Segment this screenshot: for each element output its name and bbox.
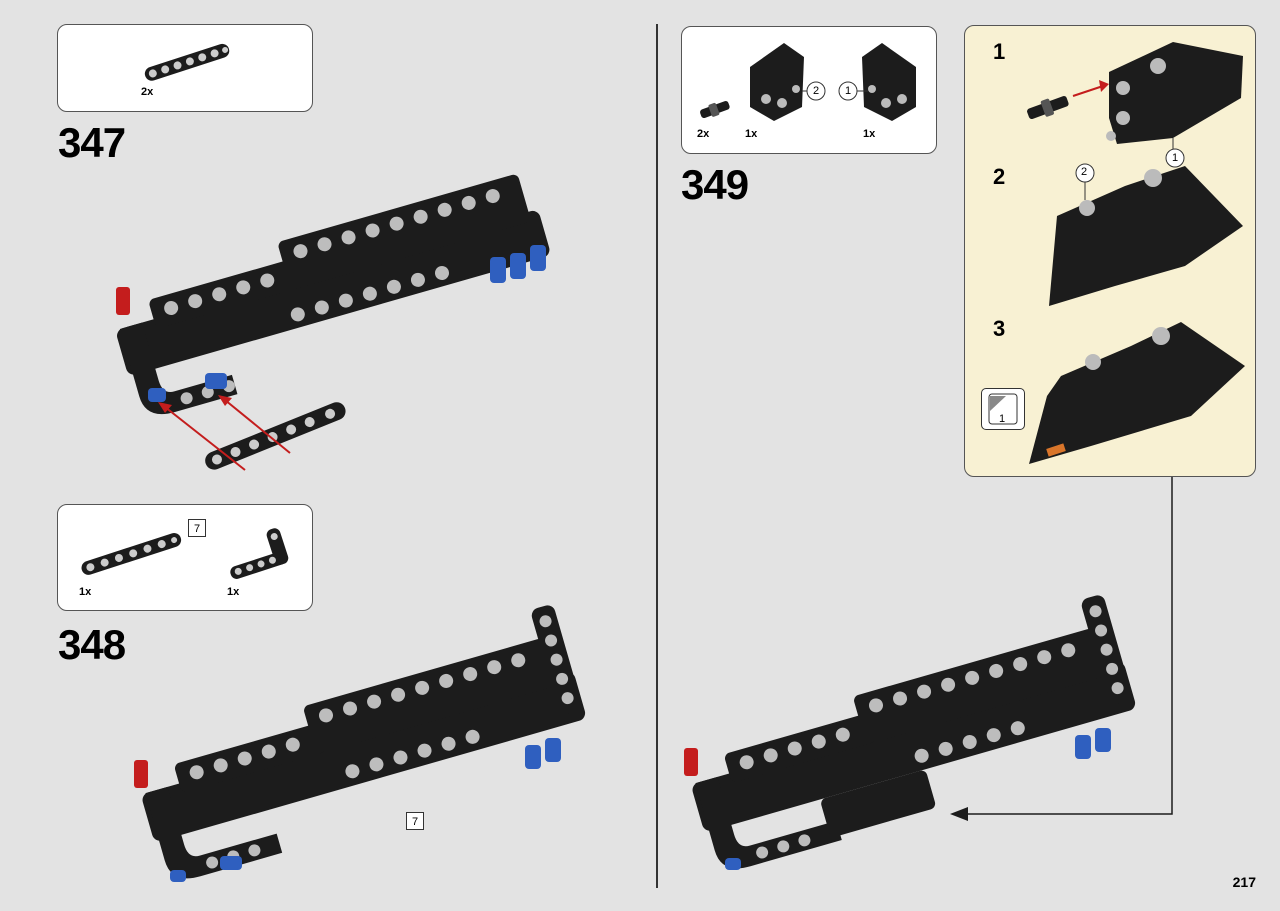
- parts-box-347: 2x: [57, 24, 313, 112]
- part-qty: 1x: [227, 586, 240, 598]
- part-qty: 1x: [745, 128, 758, 140]
- part-qty: 2x: [141, 86, 154, 98]
- substep-2-illustration: [1049, 163, 1243, 306]
- parts-box-349: 2 1 2x 1x 1x: [681, 26, 937, 154]
- circle-label-text: 2: [1081, 166, 1088, 178]
- substep-1-illustration: [1027, 42, 1243, 168]
- model-length-ref: 7: [406, 812, 424, 830]
- part-qty: 2x: [697, 128, 710, 140]
- part-qty: 1x: [79, 586, 92, 598]
- sticker-label: 1: [999, 413, 1006, 425]
- panel-left-icon: [750, 43, 804, 121]
- circle-label-2: [802, 81, 826, 101]
- substep-number: 2: [993, 164, 1006, 189]
- l-beam-icon: [230, 528, 289, 579]
- sub-assembly-callout: 1 2 3 1 2 1: [964, 25, 1256, 477]
- liftarm-7-icon: [81, 533, 182, 575]
- circle-label-text: 1: [845, 85, 852, 97]
- step-number: 349: [681, 161, 749, 208]
- substep-3-illustration: [1029, 322, 1245, 464]
- step-number: 348: [58, 621, 126, 668]
- callout-pointer-arrow: [950, 477, 1173, 821]
- parts-box-348: 7 1x 1x: [57, 504, 313, 611]
- sticker-icon: [988, 393, 1018, 425]
- substep-number: 3: [993, 316, 1006, 341]
- connector-pin-icon: [700, 101, 730, 119]
- page-divider: [656, 24, 658, 888]
- sticker-ref: 1: [981, 388, 1025, 430]
- circle-label-text: 1: [1172, 152, 1179, 164]
- substep-number: 1: [993, 39, 1006, 64]
- panel-right-icon: [862, 43, 916, 121]
- liftarm-7-icon: [144, 43, 230, 81]
- circle-label-1: [838, 81, 868, 101]
- assembly-348: [134, 605, 586, 882]
- part-length-ref: 7: [188, 519, 206, 537]
- page-number: 217: [1232, 874, 1256, 890]
- assembly-349: [684, 595, 1136, 870]
- part-qty: 1x: [863, 128, 876, 140]
- assembly-347: [116, 174, 550, 471]
- circle-label-text: 2: [813, 85, 820, 97]
- step-number: 347: [58, 119, 126, 166]
